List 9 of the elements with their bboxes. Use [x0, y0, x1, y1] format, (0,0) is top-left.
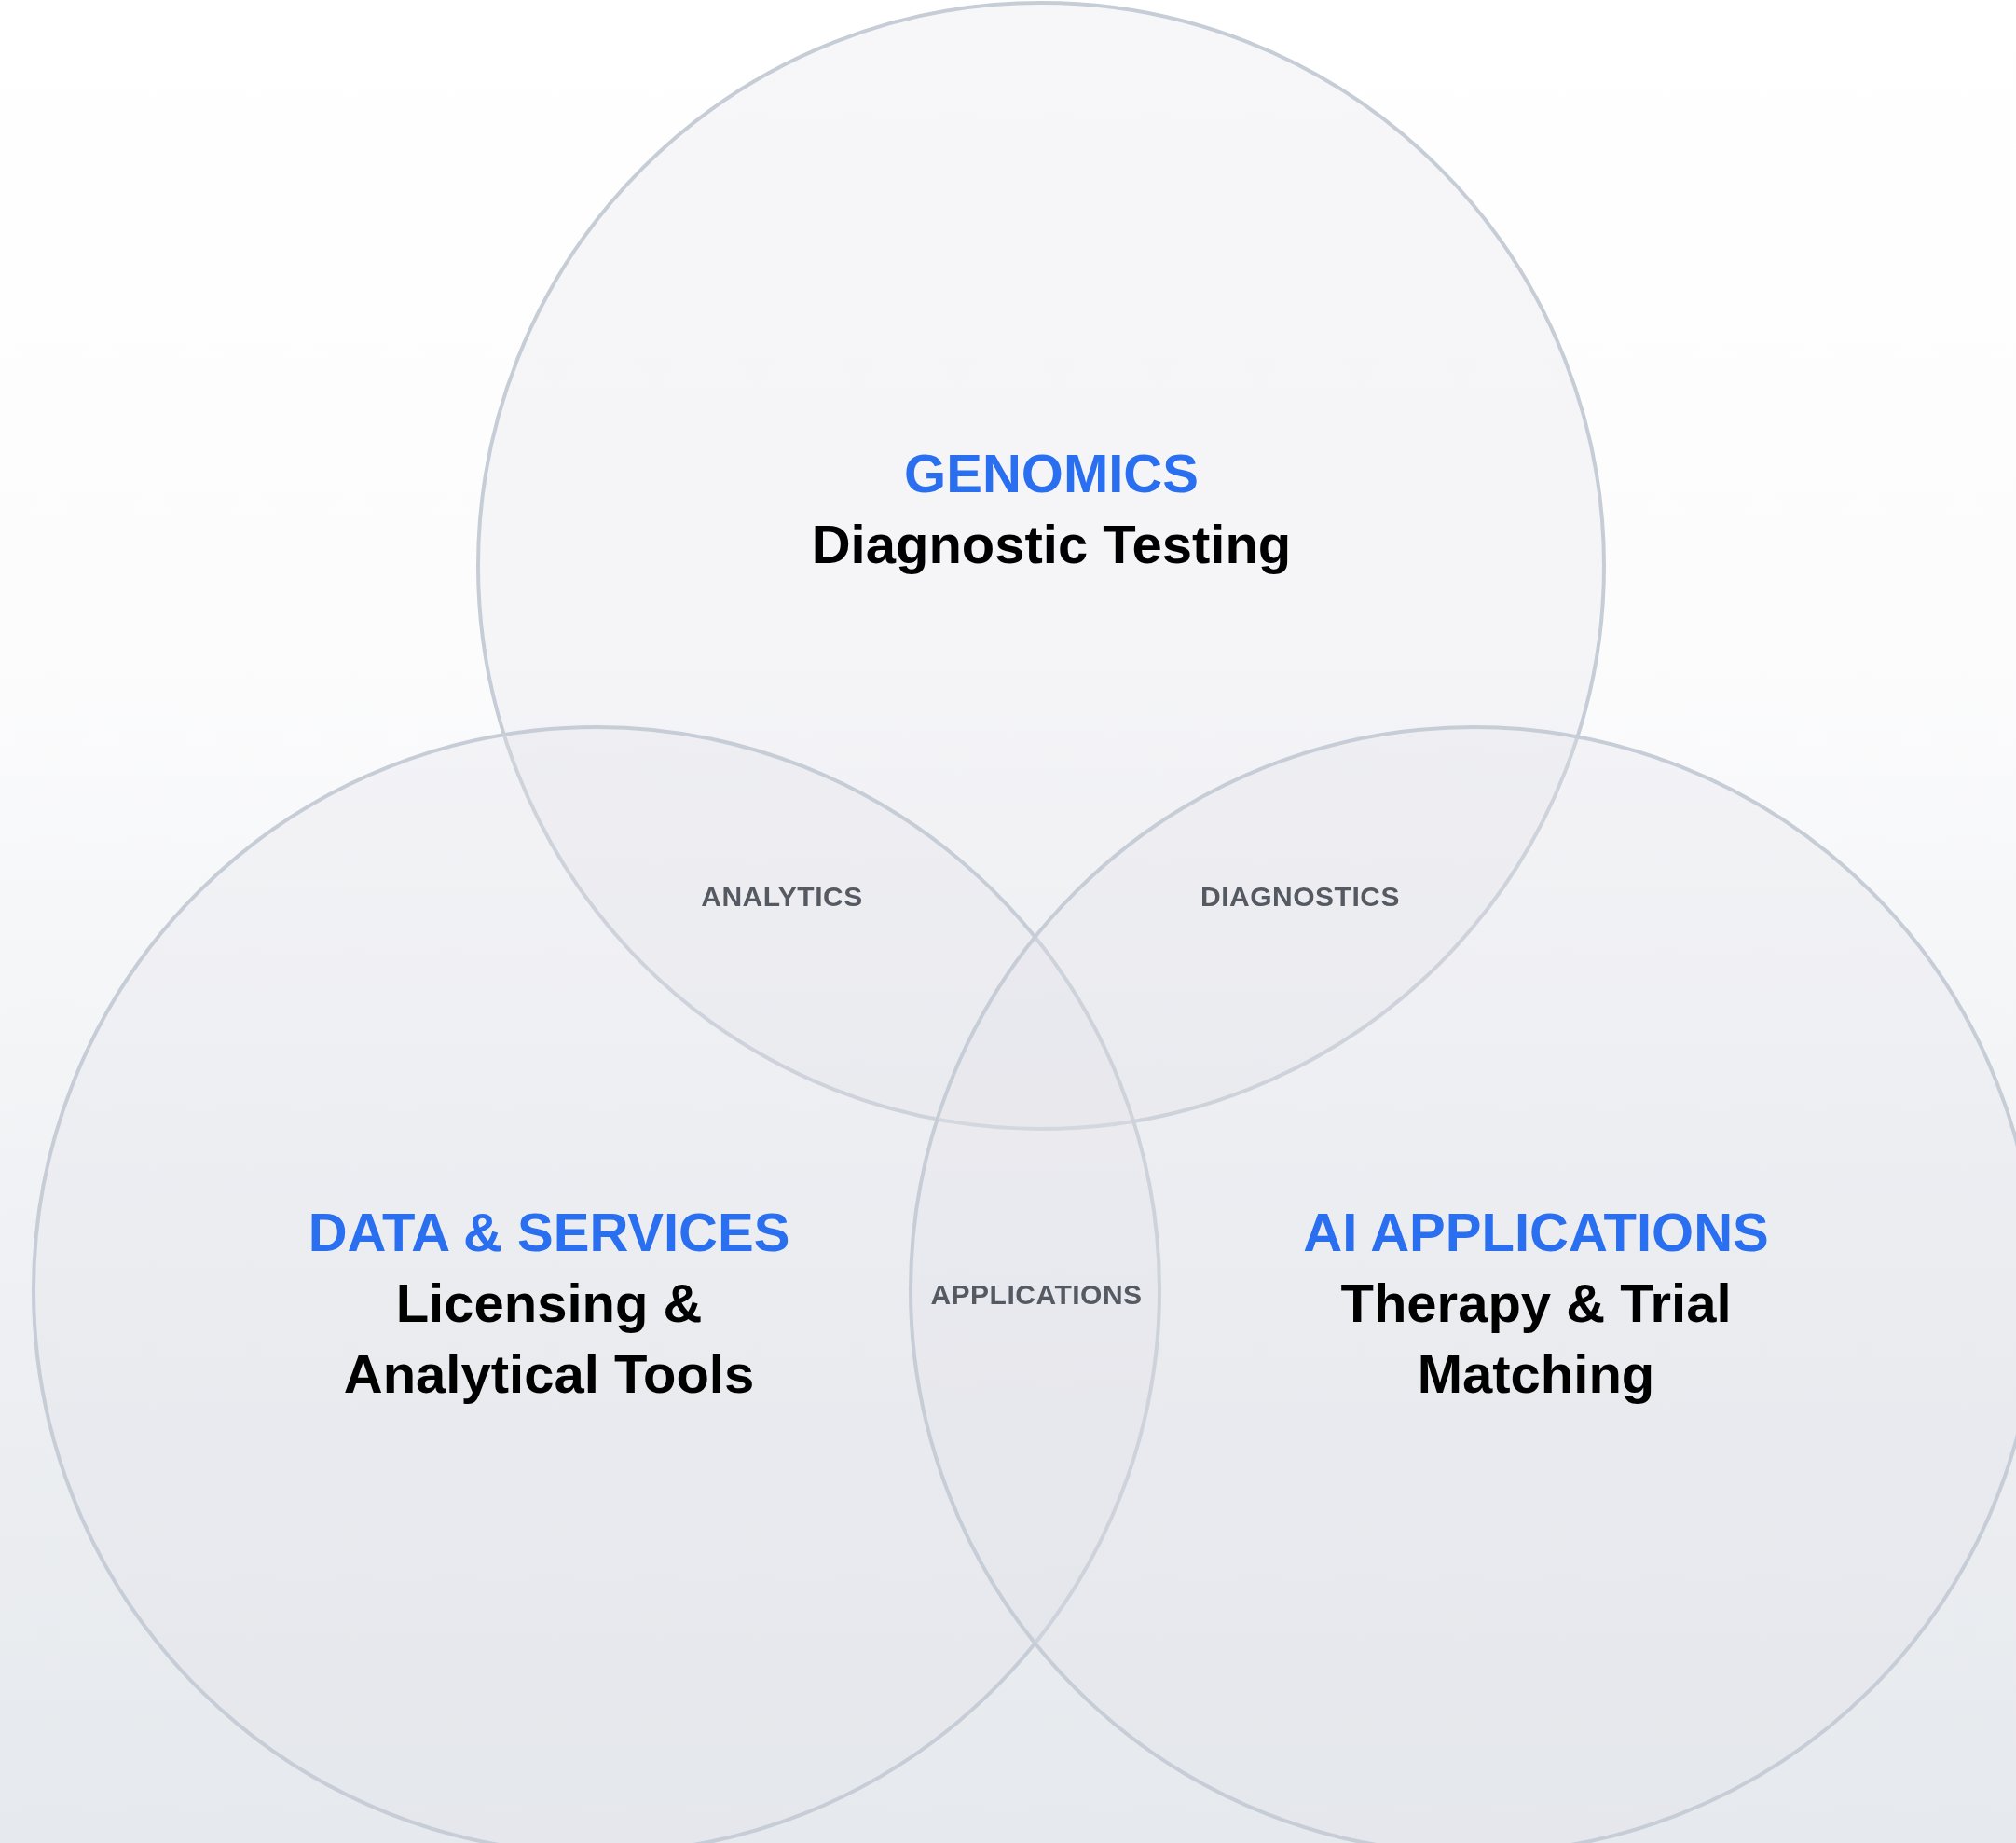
overlap-label: ANALYTICS — [701, 881, 863, 913]
circle-heading: AI APPLICATIONS — [1302, 1201, 1770, 1264]
circle-heading: GENOMICS — [903, 442, 1200, 505]
overlap-label: APPLICATIONS — [930, 1279, 1143, 1311]
circle-description: Diagnostic Testing — [810, 513, 1293, 576]
circle-description: Licensing & Analytical Tools — [342, 1272, 756, 1406]
circle-heading: DATA & SERVICES — [307, 1201, 791, 1264]
overlap-label: DIAGNOSTICS — [1200, 881, 1400, 913]
circle-description: Therapy & Trial Matching — [1339, 1272, 1733, 1406]
